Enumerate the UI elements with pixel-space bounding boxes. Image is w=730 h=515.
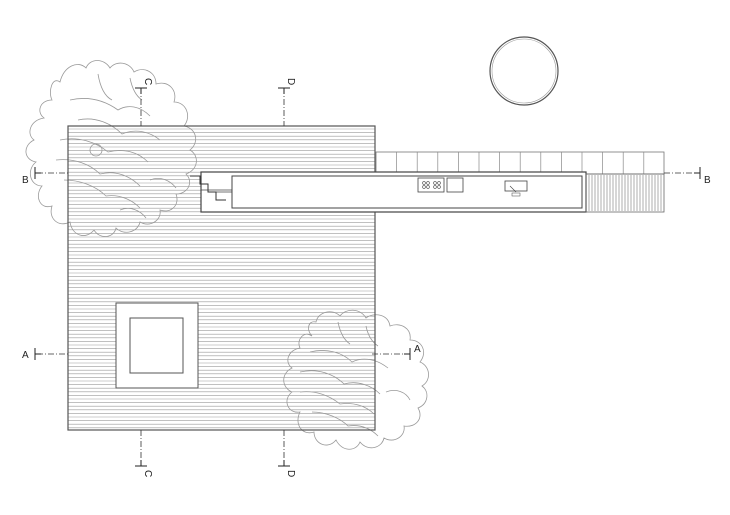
building-volume <box>200 171 587 213</box>
sun-circle-inner <box>491 38 557 104</box>
basin <box>504 180 528 192</box>
section-label-d-top: D <box>285 78 296 85</box>
tree-canopy-northwest <box>25 60 197 237</box>
section-label-d-bottom: D <box>285 470 296 477</box>
section-markers <box>34 87 701 467</box>
section-label-c-top: C <box>142 78 153 85</box>
paving-strip <box>375 151 665 175</box>
cooktop <box>417 177 445 193</box>
section-label-b-left: B <box>22 175 29 186</box>
section-label-a-right: A <box>414 344 421 355</box>
slatted-terrace <box>585 173 665 213</box>
kitchen-fixtures <box>417 177 528 197</box>
section-label-a-left: A <box>22 350 29 361</box>
courtyard-inner-square <box>129 317 184 374</box>
courtyard-opening <box>115 302 199 389</box>
entry-steps <box>190 175 226 201</box>
section-label-b-right: B <box>704 175 711 186</box>
sink <box>446 177 464 193</box>
section-label-c-bottom: C <box>142 470 153 477</box>
sun-circle-symbol <box>489 36 559 106</box>
tree-canopy-southeast <box>283 309 429 450</box>
